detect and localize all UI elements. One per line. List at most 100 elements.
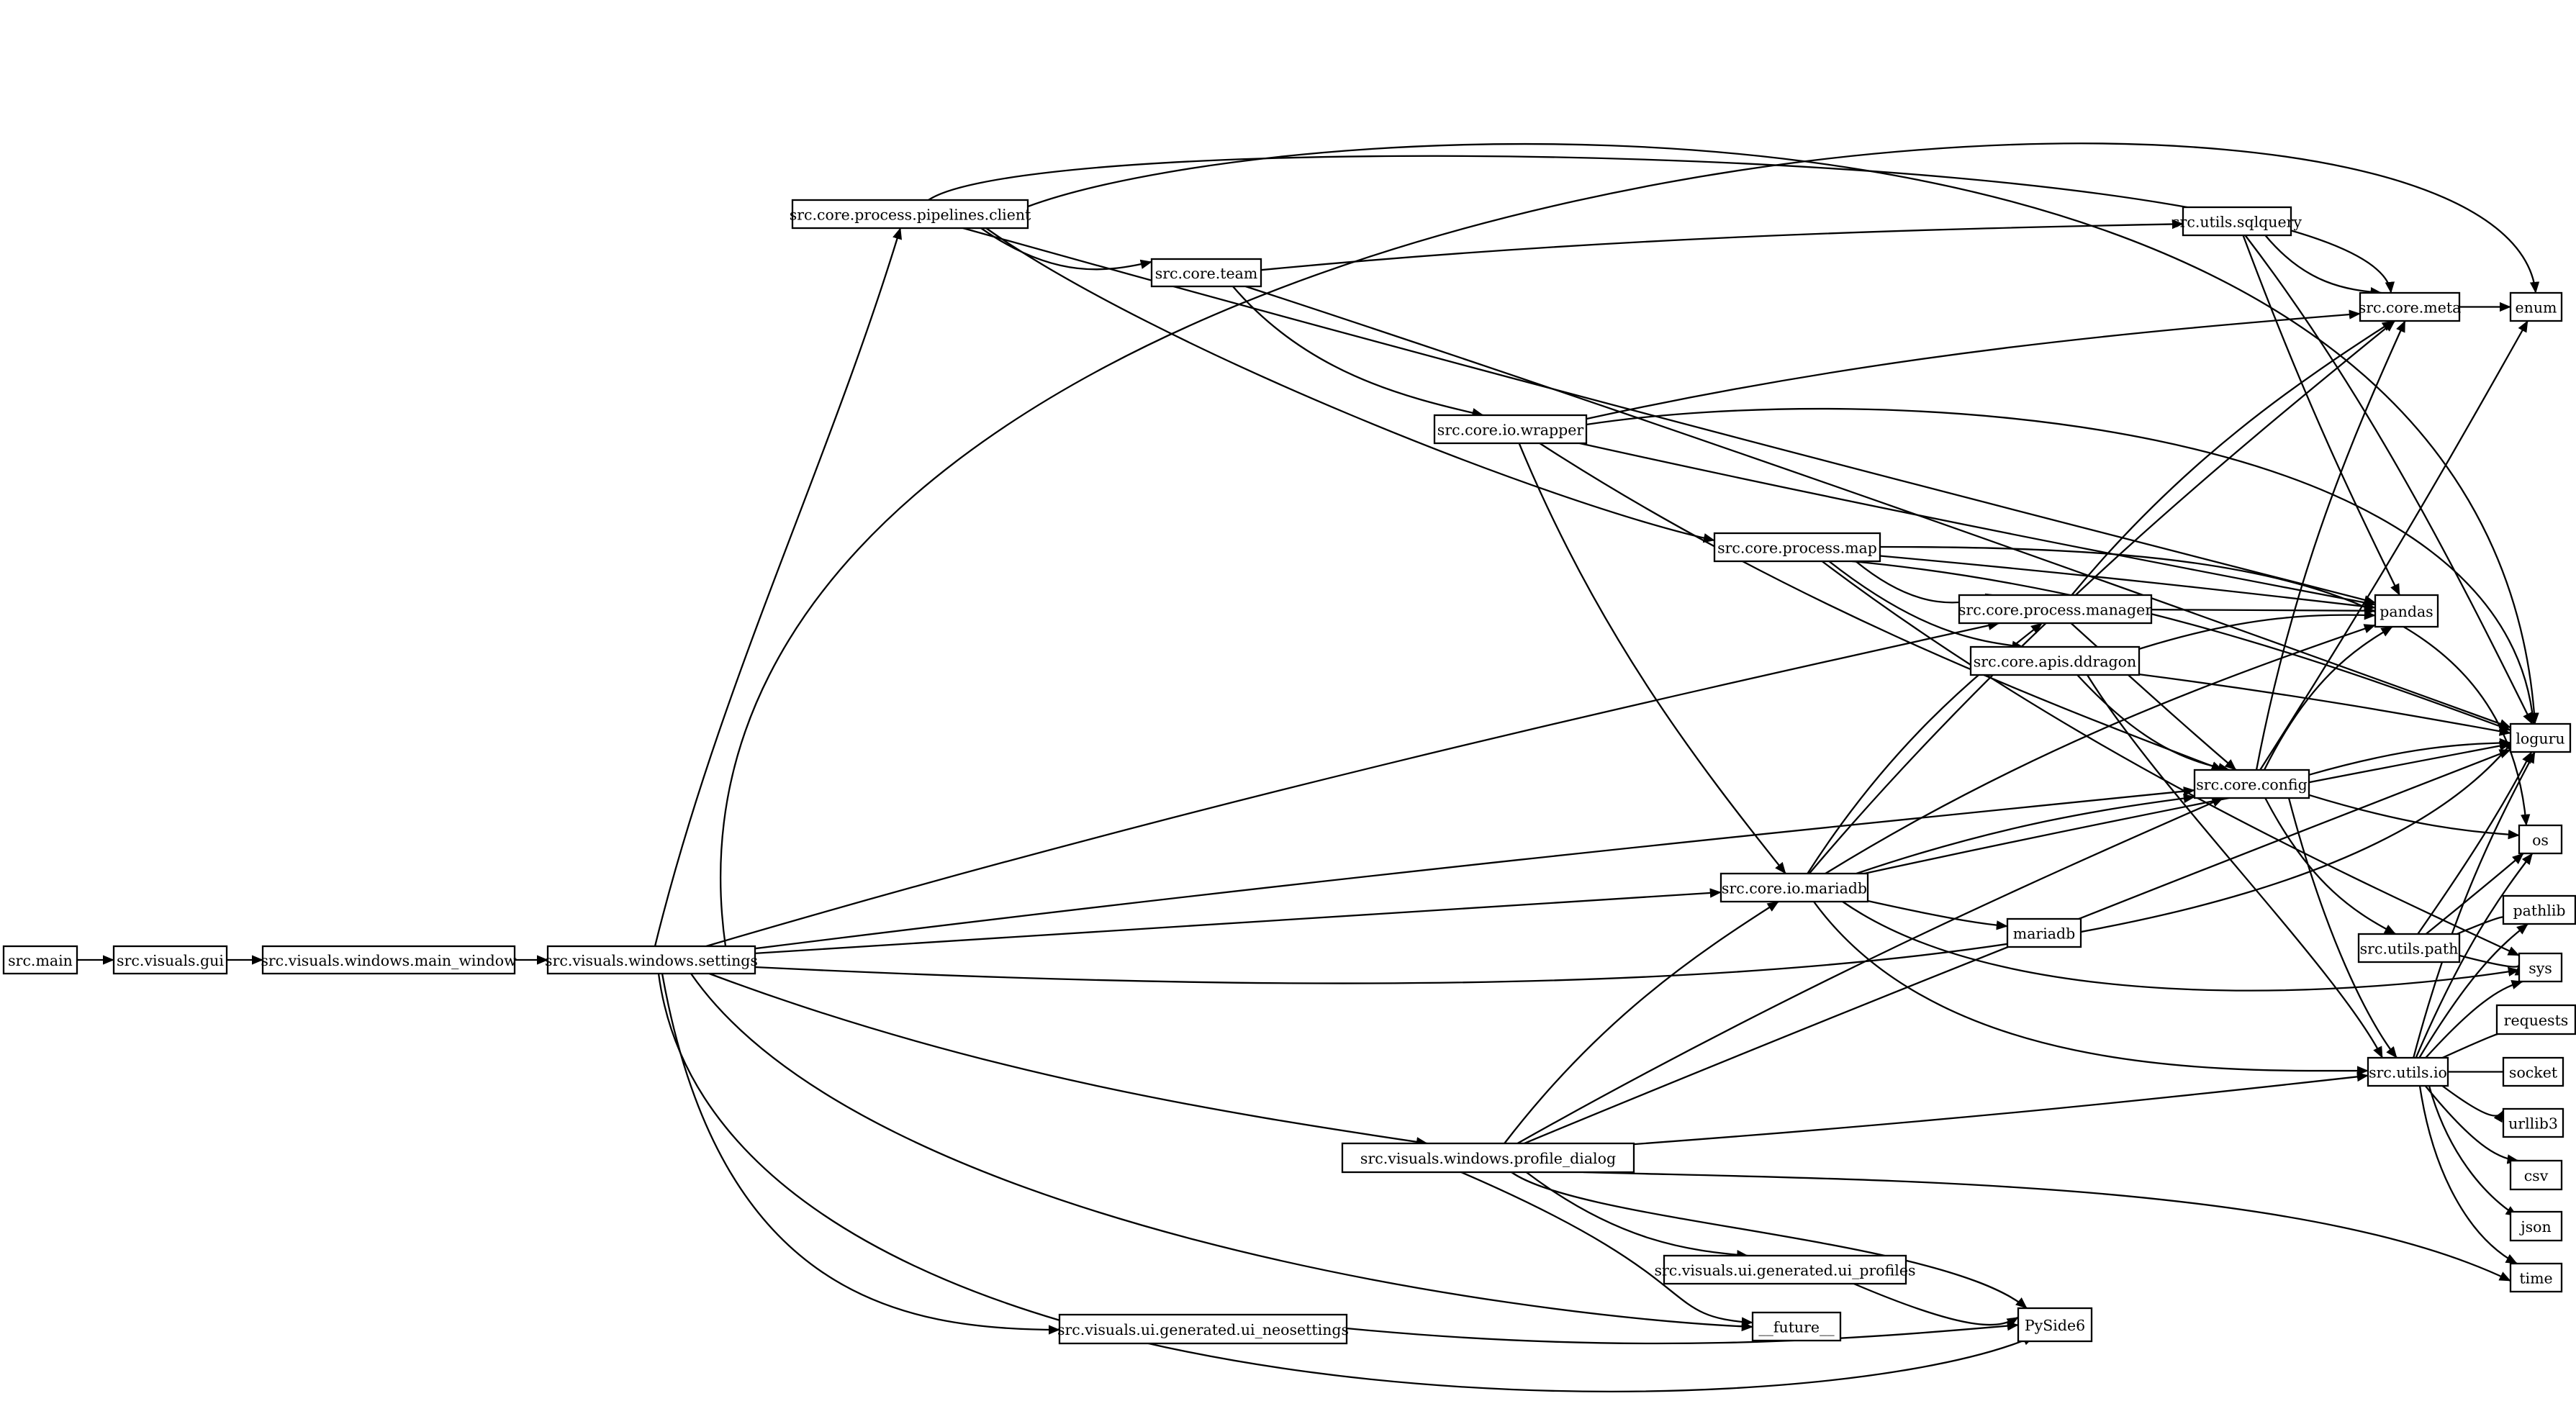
edge-config-to-loguru: [2308, 738, 2511, 776]
node-enum[interactable]: enum: [2509, 291, 2563, 322]
edge-config-to-os: [2308, 794, 2520, 840]
edge-settings-to-ui_neosettings: [661, 973, 1060, 1335]
edge-path: [1525, 1171, 1749, 1260]
edge-path: [1633, 1071, 2369, 1146]
node-box: [1719, 872, 1869, 903]
edge-path: [2287, 797, 2398, 1058]
edge-path: [1517, 797, 2224, 1145]
node-profile-dialog[interactable]: src.visuals.windows.profile_dialog: [1341, 1142, 1635, 1174]
node-future[interactable]: __future__: [1751, 1311, 1842, 1342]
edge-path: [962, 227, 2376, 605]
node-label: sys: [2528, 960, 2552, 977]
edge-team-to-sqlquery: [1260, 219, 2184, 271]
node-requests[interactable]: requests: [2495, 1004, 2576, 1035]
edge-io_mariadb-to-pandas: [1825, 624, 2376, 874]
edge-io_mariadb-to-config: [1856, 793, 2195, 875]
edge-path: [980, 227, 1152, 271]
node-label: urllib3: [2508, 1115, 2558, 1133]
node-box: [2502, 1056, 2564, 1087]
node-main[interactable]: src.main: [2, 945, 78, 975]
node-pyside6[interactable]: PySide6: [2017, 1307, 2093, 1343]
node-box: [2374, 594, 2439, 628]
node-sqlquery[interactable]: src.utils.sqlquery: [2172, 206, 2302, 237]
edge-path: [1867, 899, 2008, 930]
node-time[interactable]: time: [2509, 1262, 2563, 1293]
edge-path: [754, 786, 2195, 950]
edge-path: [985, 227, 1715, 543]
node-utils-path[interactable]: src.utils.path: [2357, 933, 2461, 964]
node-label: enum: [2516, 299, 2557, 317]
edge-process_manager-to-meta: [2071, 320, 2394, 596]
edge-path: [705, 620, 2000, 948]
edge-utils_io-to-requests: [2441, 1022, 2509, 1059]
edge-path: [1232, 286, 1484, 418]
node-label: src.utils.sqlquery: [2172, 214, 2302, 231]
edge-path: [2457, 909, 2515, 935]
edge-pipelines_client-to-process_map: [985, 227, 1715, 543]
edge-path: [2255, 320, 2406, 771]
node-main-window[interactable]: src.visuals.windows.main_window: [261, 945, 517, 975]
edge-path: [2259, 320, 2528, 771]
node-csv[interactable]: csv: [2509, 1159, 2563, 1191]
node-label: src.utils.path: [2360, 940, 2459, 958]
node-settings[interactable]: src.visuals.windows.settings: [545, 945, 758, 975]
node-gui[interactable]: src.visuals.gui: [112, 945, 228, 975]
node-process-map[interactable]: src.core.process.map: [1713, 532, 1881, 563]
node-box: [261, 945, 516, 975]
edge-utils_path-to-sys: [2459, 954, 2525, 976]
edge-path: [2417, 751, 2533, 935]
node-sys[interactable]: sys: [2518, 952, 2563, 983]
node-pandas[interactable]: pandas: [2374, 594, 2439, 628]
node-label: pandas: [2380, 603, 2433, 620]
node-box: [2017, 1307, 2093, 1343]
node-urllib3[interactable]: urllib3: [2502, 1107, 2564, 1138]
edge-process_map-to-sys: [1821, 561, 2520, 956]
node-label: src.core.process.pipelines.client: [790, 207, 1031, 224]
node-box: [2509, 1159, 2563, 1191]
node-label: time: [2519, 1270, 2552, 1287]
node-utils-io[interactable]: src.utils.io: [2367, 1056, 2449, 1087]
edge-config-to-utils_io: [2287, 797, 2398, 1058]
node-apis-ddragon[interactable]: src.core.apis.ddragon: [1969, 645, 2141, 676]
node-pipelines-client[interactable]: src.core.process.pipelines.client: [790, 199, 1031, 230]
node-box: [2518, 952, 2563, 983]
node-label: json: [2519, 1218, 2551, 1236]
node-box: [791, 199, 1029, 230]
node-os[interactable]: os: [2518, 824, 2563, 855]
edge-path: [720, 142, 2540, 947]
node-process-manager[interactable]: src.core.process.manager: [1958, 594, 2152, 625]
node-meta[interactable]: src.core.meta: [2359, 291, 2462, 322]
edge-io_wrapper-to-io_mariadb: [1518, 443, 1786, 874]
node-io-wrapper[interactable]: src.core.io.wrapper: [1433, 414, 1588, 445]
node-box: [2357, 933, 2461, 964]
node-pathlib[interactable]: pathlib: [2502, 894, 2576, 925]
node-json[interactable]: json: [2509, 1210, 2563, 1242]
node-box: [2509, 1262, 2563, 1293]
node-io-mariadb[interactable]: src.core.io.mariadb: [1719, 872, 1869, 903]
node-ui-profiles[interactable]: src.visuals.ui.generated.ui_profiles: [1654, 1254, 1916, 1285]
node-box: [1751, 1311, 1842, 1342]
node-socket[interactable]: socket: [2502, 1056, 2564, 1087]
node-label: __future__: [1758, 1319, 1835, 1336]
node-loguru[interactable]: loguru: [2509, 722, 2572, 753]
edge-profile_dialog-to-config: [1517, 797, 2224, 1145]
edge-path: [1586, 309, 2361, 420]
edge-path: [2441, 1085, 2505, 1123]
node-box: [1433, 414, 1588, 445]
edge-path: [2244, 235, 2534, 725]
node-config[interactable]: src.core.config: [2193, 769, 2310, 799]
node-team[interactable]: src.core.team: [1150, 258, 1262, 288]
edge-settings-to-profile_dialog: [708, 972, 1428, 1147]
node-label: src.visuals.gui: [117, 952, 224, 969]
node-mariadb[interactable]: mariadb: [2006, 917, 2082, 948]
edge-path: [1260, 219, 2184, 271]
edge-settings-to-config: [754, 786, 2195, 950]
node-label: src.core.io.mariadb: [1722, 880, 1867, 897]
node-box: [2193, 769, 2310, 799]
edge-io_wrapper-to-pandas: [1579, 442, 2376, 607]
node-box: [546, 945, 756, 975]
node-ui-neosettings[interactable]: src.visuals.ui.generated.ui_neosettings: [1057, 1313, 1349, 1345]
edge-settings-to-enum: [720, 142, 2540, 947]
node-label: src.core.io.wrapper: [1437, 422, 1584, 439]
